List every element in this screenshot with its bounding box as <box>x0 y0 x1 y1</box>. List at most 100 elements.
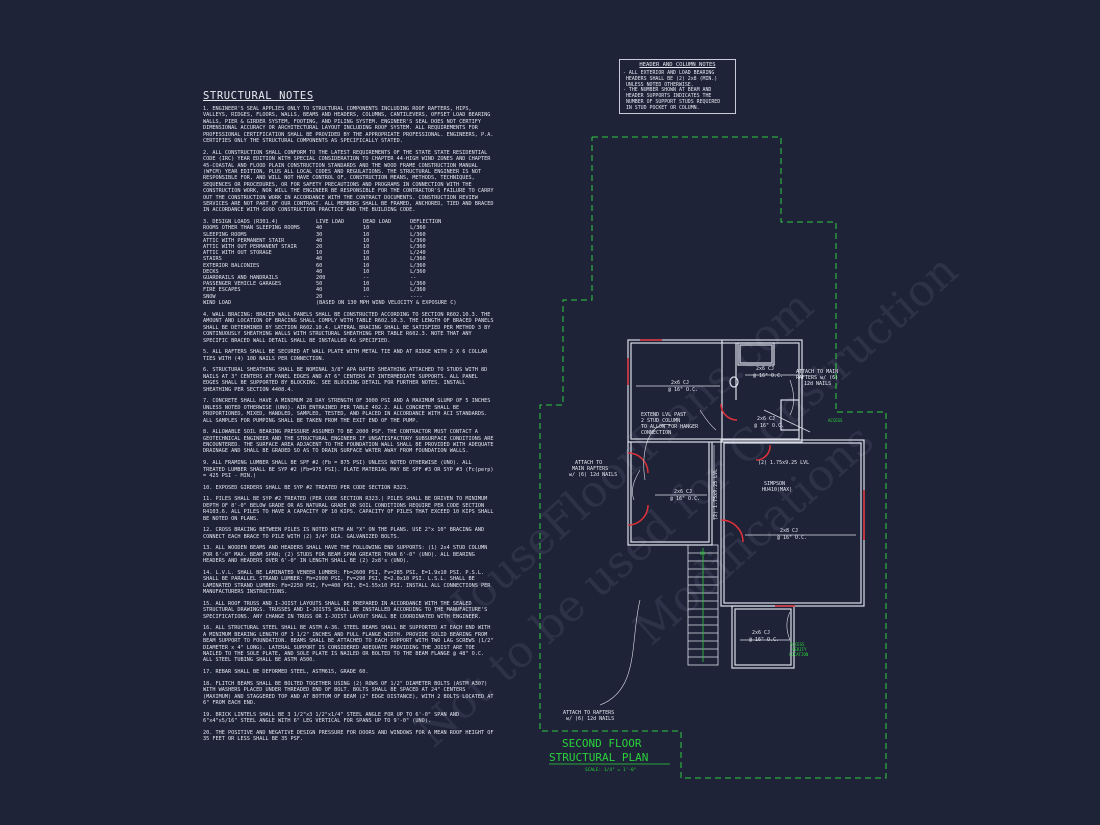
label-cj2b: @ 16" O.C. <box>753 373 783 379</box>
note-paragraph: 12. CROSS BRACING BETWEEN PILES IS NOTED… <box>203 527 488 540</box>
load-use: ROOMS OTHER THAN SLEEPING ROOMS <box>203 225 300 232</box>
load-use: FIRE ESCAPES <box>203 287 241 294</box>
note-paragraph: 4. WALL BRACING: BRACED WALL PANELS SHAL… <box>203 311 497 344</box>
dead-load: 10 <box>363 243 370 250</box>
note-paragraph: 16. ALL STRUCTURAL STEEL SHALL BE ASTM A… <box>203 625 497 664</box>
deflection: -- <box>410 274 417 281</box>
design-loads-table: 3. DESIGN LOADS (R301.4) LIVE LOAD DEAD … <box>203 219 462 306</box>
deflection: L/360 <box>410 225 426 232</box>
load-use: EXTERIOR BALCONIES <box>203 262 260 269</box>
deflection: L/360 <box>410 237 426 244</box>
label-cj1b: @ 16" O.C. <box>668 387 698 393</box>
note-paragraph: 11. PILES SHALL BE SYP #2 TREATED (PER C… <box>203 496 497 522</box>
label-cj5b: @ 16" O.C. <box>749 637 779 643</box>
label-extend-1: EXTEND LVL PAST <box>641 412 686 418</box>
note-paragraph: 18. FLITCH BEAMS SHALL BE BOLTED TOGETHE… <box>203 680 497 706</box>
label-cj3a: 2x8 CJ <box>780 528 798 534</box>
live-load: 60 <box>316 262 323 269</box>
label-simpson-2: HU410(MAX) <box>762 487 792 493</box>
deflection: L/360 <box>410 256 426 263</box>
door-swings <box>627 339 865 607</box>
dead-load: 10 <box>363 225 370 232</box>
stair <box>687 544 719 666</box>
label-attach-left-3: w/ (6) 12d NAILS <box>569 472 617 478</box>
loads-header-row: 3. DESIGN LOADS (R301.4) LIVE LOAD DEAD … <box>203 219 462 225</box>
label-cj4a: 2x6 CJ <box>674 489 692 495</box>
loads-row: FIRE ESCAPES 40 10 L/360 <box>203 287 462 293</box>
note-paragraph: 20. THE POSITIVE AND NEGATIVE DESIGN PRE… <box>203 729 497 743</box>
dead-load: 10 <box>363 262 370 269</box>
dead-load: 10 <box>363 287 370 294</box>
loads-header: LIVE LOAD <box>316 219 345 226</box>
load-use: ATTIC WITH PERMANENT STAIR <box>203 237 285 244</box>
note-paragraph: 19. BRICK LINTELS SHALL BE 3 1/2"x3 1/2"… <box>203 711 463 725</box>
label-extend-2: 2 STUD COLUMN <box>641 418 680 424</box>
dead-load: -- <box>363 293 370 300</box>
dead-load: 10 <box>363 237 370 244</box>
note-paragraph: 5. ALL RAFTERS SHALL BE SECURED AT WALL … <box>203 349 491 362</box>
label-access2-3: LOCATION <box>789 652 809 657</box>
label-attach-rafters-1: ATTACH TO RAFTERS <box>563 710 614 716</box>
live-load: 50 <box>316 281 323 288</box>
dimension-lines <box>636 374 856 641</box>
label-cj6a: 2x6 CJ <box>757 416 775 422</box>
loads-row: ATTIC WITH OUT PERMANENT STAIR 20 10 L/360 <box>203 244 462 250</box>
structural-notes-title: STRUCTURAL NOTES <box>203 90 314 102</box>
label-attach-main-3: 12d NAILS <box>804 381 831 387</box>
label-attach-main-2: RAFTERS w/ (6) <box>796 375 838 381</box>
load-use: SLEEPING ROOMS <box>203 231 247 238</box>
label-cj4b: @ 16" O.C. <box>670 496 700 502</box>
plan-title-line-2: STRUCTURAL PLAN <box>549 751 648 764</box>
live-load: 40 <box>316 287 323 294</box>
label-attach-left-2: MAIN RAFTERS <box>572 466 608 472</box>
loads-row: EXTERIOR BALCONIES 60 10 L/360 <box>203 263 462 269</box>
note-paragraph: 9. ALL FRAMING LUMBER SHALL BE SPF #2 (F… <box>203 460 497 479</box>
label-cj3b: @ 16" O.C. <box>777 535 807 541</box>
plan-scale: SCALE: 1/4" = 1'-0" <box>585 767 636 773</box>
label-cj5a: 2x6 CJ <box>752 630 770 636</box>
note-paragraph: 7. CONCRETE SHALL HAVE A MINIMUM 28 DAY … <box>203 398 494 424</box>
load-use: ATTIC WITH OUT PERMANENT STAIR <box>203 243 297 250</box>
label-attach-rafters-2: w/ (6) 12d NAILS <box>566 716 614 722</box>
label-cj1a: 2x6 CJ <box>671 380 689 386</box>
live-load: 40 <box>316 237 323 244</box>
live-load: 30 <box>316 231 323 238</box>
label-extend-3: TO ALLOW FOR HANGER <box>641 424 699 430</box>
live-load: 20 <box>316 243 323 250</box>
structural-notes: 1. ENGINEER'S SEAL APPLIES ONLY TO STRUC… <box>203 106 495 748</box>
note-paragraph: 8. ALLOWABLE SOIL BEARING PRESSURE ASSUM… <box>203 429 497 455</box>
note-paragraph: 15. ALL ROOF TRUSS AND I-JOIST LAYOUTS S… <box>203 600 491 620</box>
live-load: 20 <box>316 293 323 300</box>
deflection: L/360 <box>410 243 426 250</box>
load-use: ATTIC WITH OUT STORAGE <box>203 250 272 257</box>
note-paragraph: 1. ENGINEER'S SEAL APPLIES ONLY TO STRUC… <box>203 106 497 145</box>
note-paragraph: 6. STRUCTURAL SHEATHING SHALL BE NOMINAL… <box>203 367 491 393</box>
deflection: L/360 <box>410 231 426 238</box>
header-column-notes-title: HEADER AND COLUMN NOTES <box>639 62 716 68</box>
deflection: L/360 <box>410 287 426 294</box>
label-attach-left-1: ATTACH TO <box>575 460 602 466</box>
label-dn: DN <box>700 551 705 556</box>
deflection: ---- <box>410 293 423 300</box>
label-access2-1: ACCESS <box>790 642 805 647</box>
header-column-notes-body: - ALL EXTERIOR AND LOAD BEARING HEADERS … <box>623 70 721 111</box>
loads-intro: 3. DESIGN LOADS (R301.4) <box>203 219 278 226</box>
wind-load-value: (BASED ON 130 MPH WIND VELOCITY & EXPOSU… <box>316 299 457 306</box>
label-lvl: (2) 1.75x9.25 LVL <box>758 460 809 466</box>
label-access2-2: VERIFY <box>792 647 807 652</box>
loads-header: DEFLECTION <box>410 219 442 226</box>
dead-load: 10 <box>363 231 370 238</box>
roof-outline-dashed <box>539 136 887 779</box>
note-paragraph: 13. ALL WOODEN BEAMS AND HEADERS SHALL H… <box>203 545 491 565</box>
load-use: GUARDRAILS AND HANDRAILS <box>203 274 278 281</box>
deflection: L/360 <box>410 262 426 269</box>
